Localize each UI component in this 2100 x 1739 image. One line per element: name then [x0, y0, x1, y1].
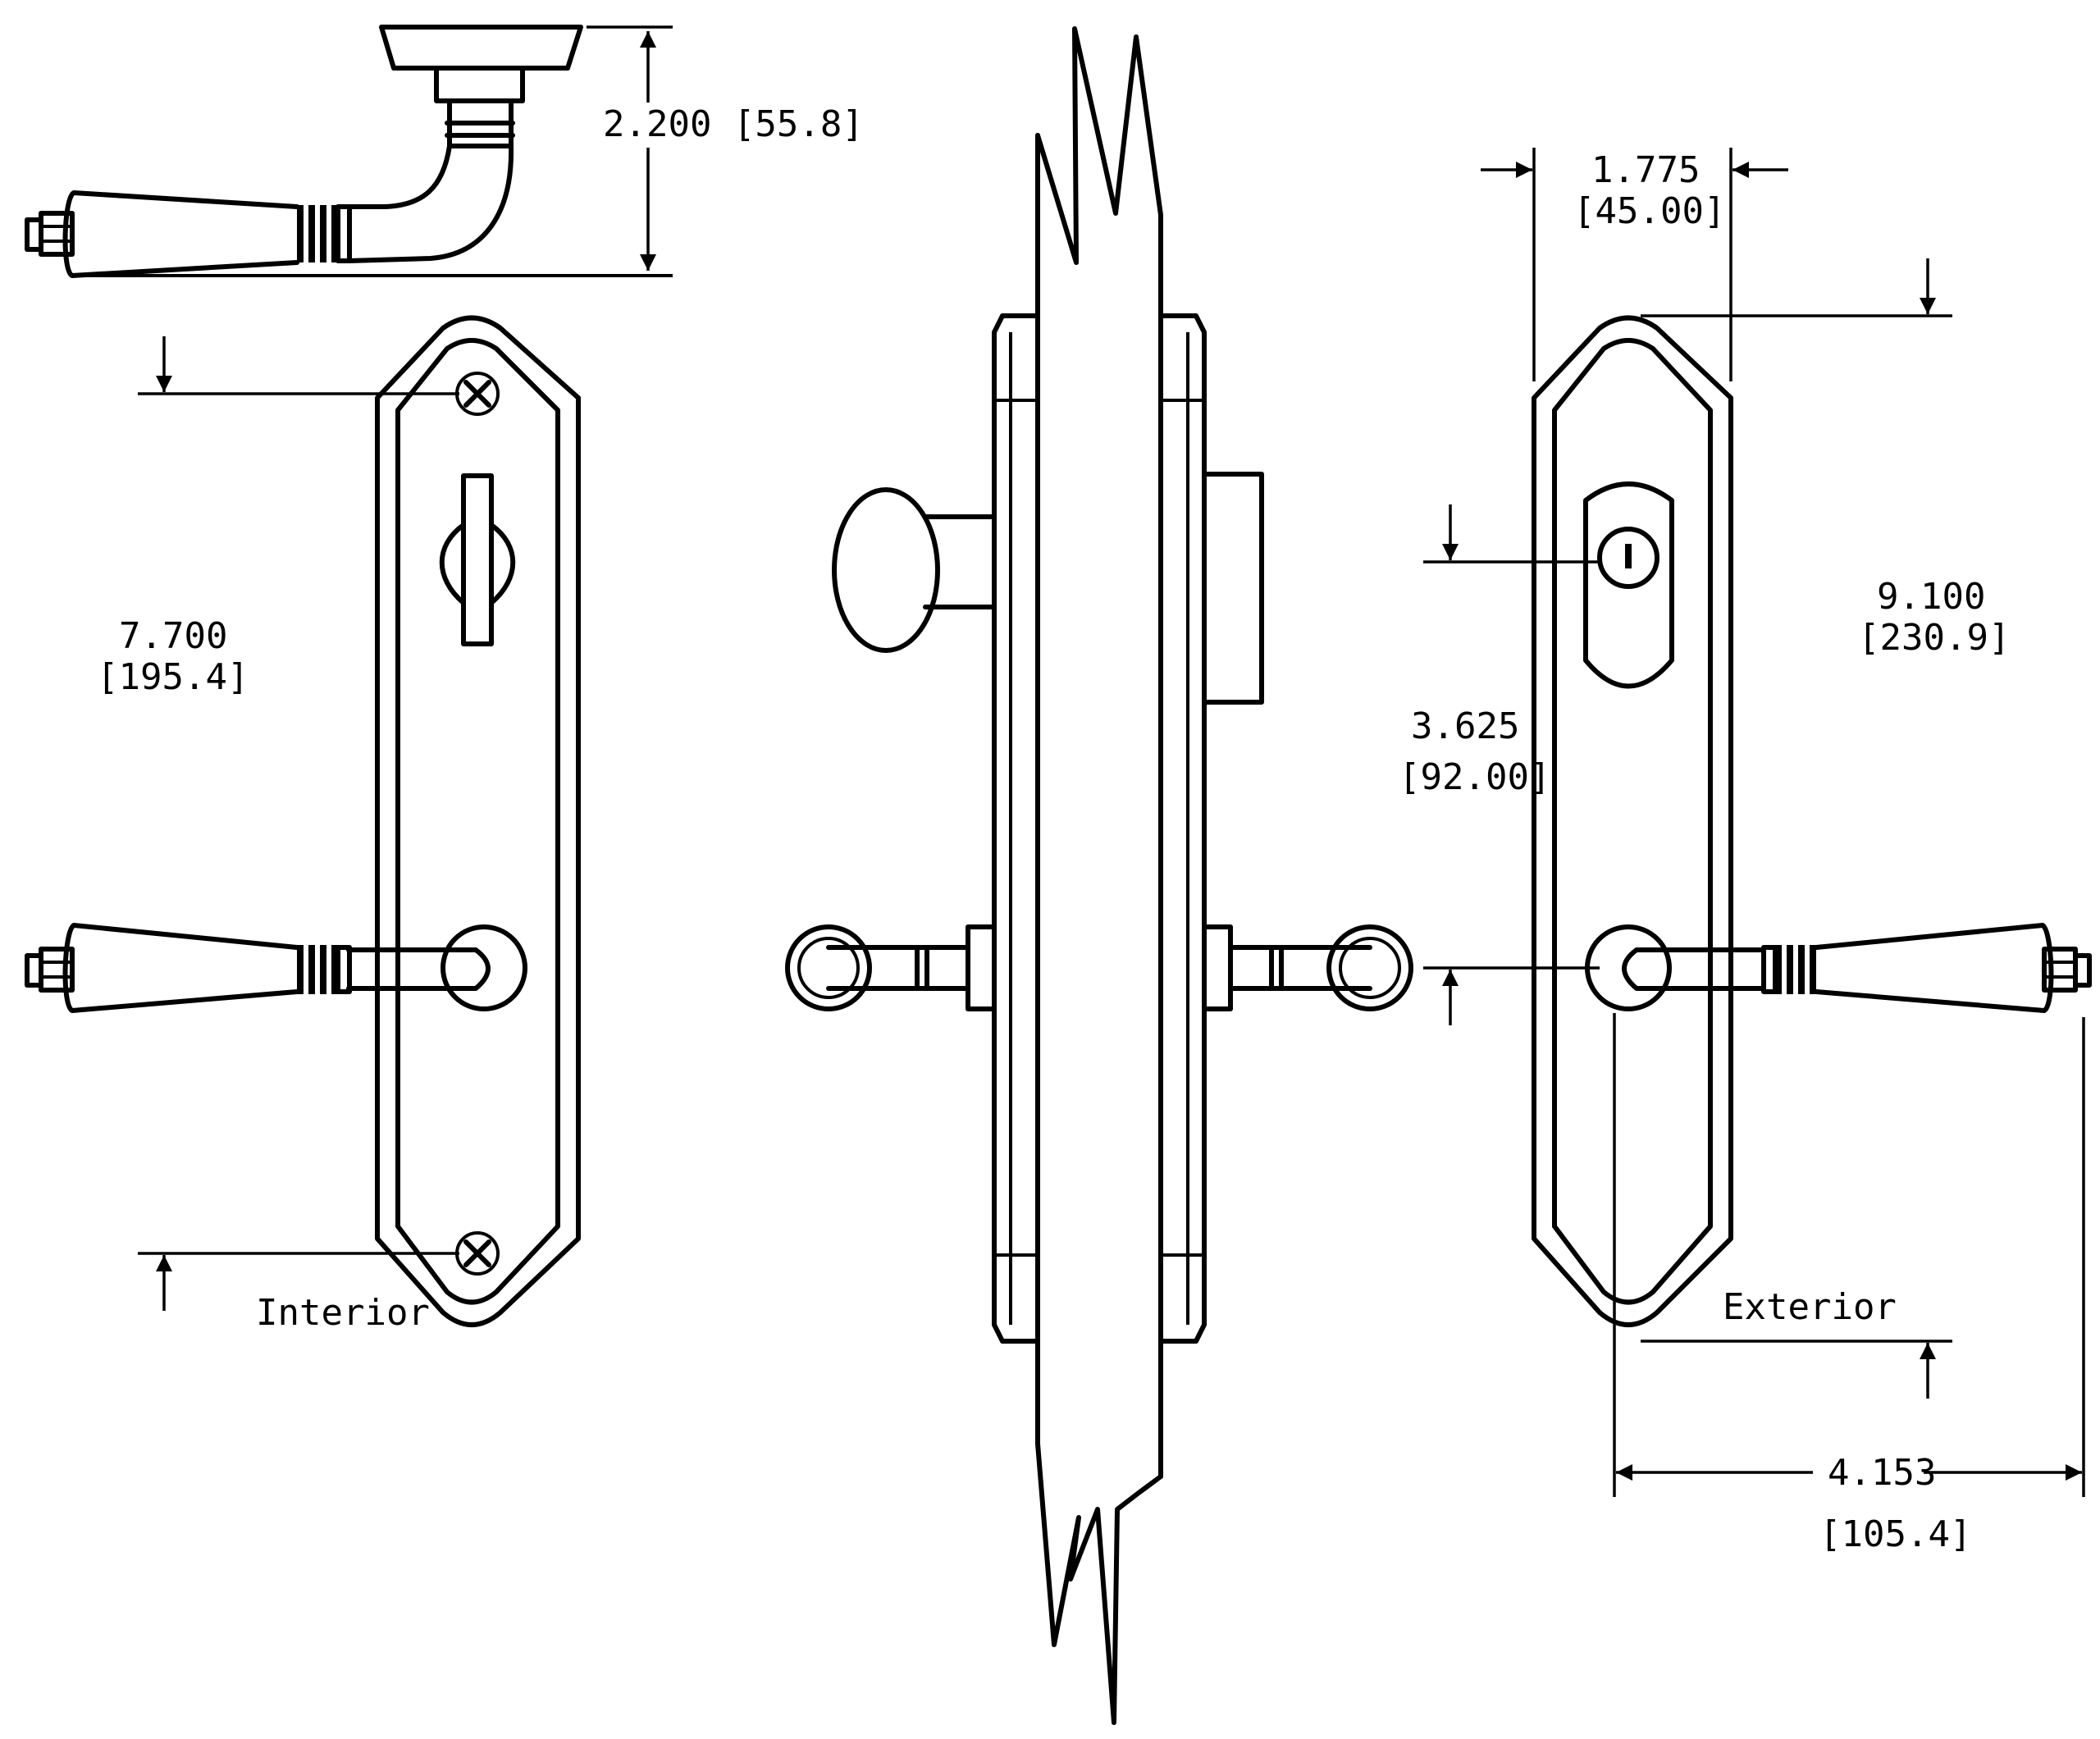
projection-dimension: 4.153 [105.4]	[1613, 1013, 2085, 1555]
projection-label: 4.153	[1828, 1452, 1936, 1494]
exterior-width-label: 1.775	[1591, 149, 1700, 191]
section-interior-lever	[785, 924, 997, 1011]
exterior-lever	[1585, 923, 2092, 1013]
interior-screw-span-dimension: 7.700 [195.4]	[97, 336, 459, 1311]
interior-lever	[25, 923, 527, 1013]
section-cylinder-housing	[1202, 472, 1264, 705]
interior-top-screw	[455, 372, 500, 416]
interior-span-mm-label: [195.4]	[97, 656, 249, 698]
exterior-width-dimension: 1.775 [45.00]	[1481, 148, 1788, 381]
section-exterior-plate	[1158, 313, 1207, 1344]
lever-to-cylinder-label: 3.625	[1411, 705, 1519, 747]
door-section	[1035, 26, 1163, 1725]
lever-to-cylinder-dimension: 3.625 [92.00]	[1399, 504, 1600, 1025]
interior-span-label: 7.700	[119, 615, 227, 657]
top-height-label: 2.200 [55.8]	[603, 103, 864, 145]
top-view-lever	[25, 25, 673, 278]
privacy-thumbturn	[439, 473, 516, 646]
interior-caption: Interior	[256, 1292, 430, 1334]
top-height-dimension: 2.200 [55.8]	[587, 25, 864, 271]
lever-to-cylinder-mm-label: [92.00]	[1399, 756, 1550, 798]
exterior-height-dimension: 9.100 [230.9]	[1641, 258, 2010, 1399]
interior-backplate	[375, 315, 581, 1327]
interior-bottom-screw	[455, 1231, 500, 1276]
exterior-caption: Exterior	[1723, 1286, 1897, 1328]
exterior-backplate	[1532, 315, 1733, 1327]
exterior-height-label: 9.100	[1877, 576, 1985, 618]
section-exterior-lever	[1202, 924, 1413, 1011]
exterior-height-mm-label: [230.9]	[1858, 617, 2010, 659]
keyed-cylinder	[1583, 482, 1674, 689]
section-thumbturn-knob	[832, 487, 997, 653]
keyway-icon	[1625, 544, 1632, 568]
exterior-width-mm-label: [45.00]	[1573, 190, 1725, 232]
section-interior-plate	[992, 313, 1040, 1344]
projection-mm-label: [105.4]	[1819, 1513, 1971, 1555]
